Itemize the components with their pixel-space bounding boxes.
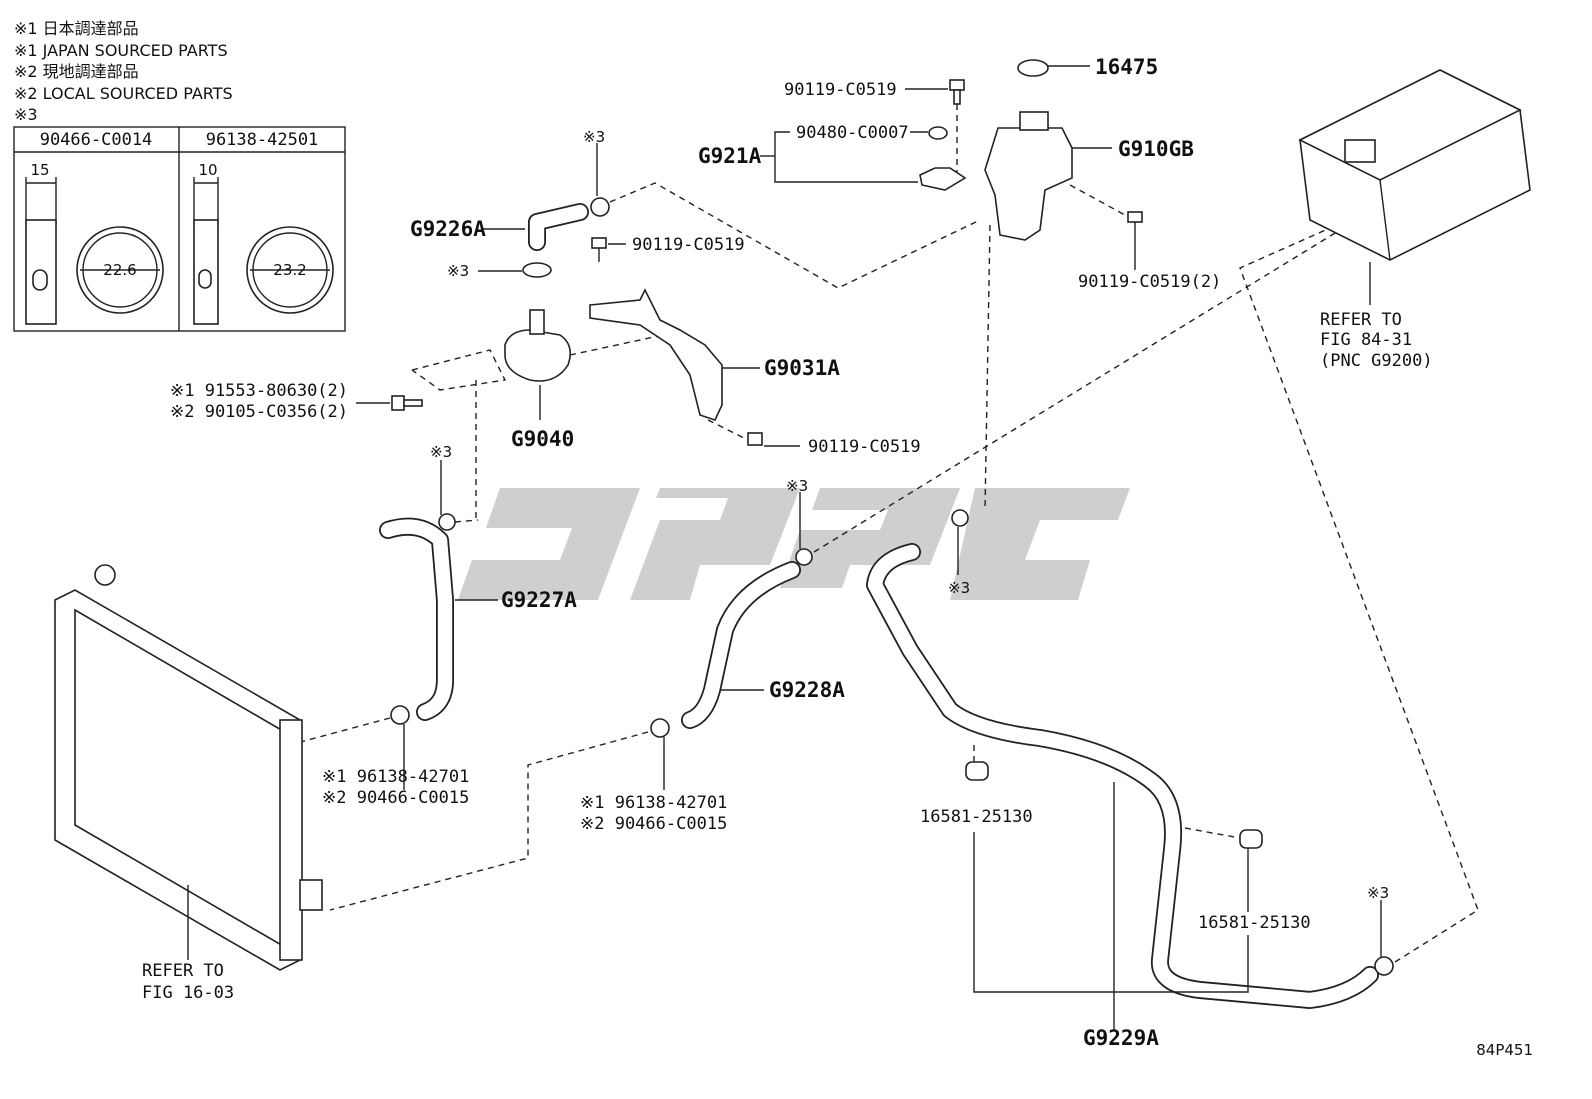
watermark-logo <box>458 488 1130 600</box>
label-clamp-a1: ※1 96138-42701 <box>322 767 469 787</box>
label-g9031a: G9031A <box>764 356 840 380</box>
label-bolt-1: ※1 91553-80630(2) <box>170 381 348 401</box>
label-clamp-a2: ※2 90466-C0015 <box>322 788 469 808</box>
reservoir-cap <box>1017 59 1049 77</box>
reservoir-tank <box>984 127 1073 241</box>
radiator-assembly: REFER TO FIG 16-03 <box>54 564 323 1003</box>
ref-inverter-2: FIG 84-31 <box>1320 330 1412 350</box>
bracket-plate <box>589 288 723 421</box>
pump-clamp <box>522 262 552 278</box>
note-line: ※2 LOCAL SOURCED PARTS <box>14 83 233 103</box>
bolt-icon <box>591 237 607 249</box>
bolt-icon <box>391 395 405 411</box>
label-star3-pump: ※3 <box>447 262 469 280</box>
label-90119-low: 90119-C0519 <box>808 437 921 457</box>
label-star3-right: ※3 <box>948 579 970 597</box>
clamp-icon <box>951 509 969 527</box>
label-star3-g9227: ※3 <box>430 443 452 461</box>
reservoir-assembly: 16475 G910GB 90119-C0519 90480-C0007 G92… <box>698 55 1221 292</box>
bolt-icon <box>1127 211 1143 223</box>
label-16581-a: 16581-25130 <box>920 807 1033 827</box>
ref-radiator-1: REFER TO <box>142 961 224 981</box>
clamp-icon <box>438 513 456 531</box>
label-g921a: G921A <box>698 144 762 168</box>
label-star3-top: ※3 <box>583 128 605 146</box>
clamp-icon <box>795 548 813 566</box>
inverter-assembly: REFER TO FIG 84-31 (PNC G9200) <box>1298 69 1531 371</box>
clamp-header-2: 96138-42501 <box>206 130 319 150</box>
note-line: ※1 JAPAN SOURCED PARTS <box>14 40 228 60</box>
clamp-icon <box>390 705 410 725</box>
hose-clip-icon <box>1239 829 1263 849</box>
label-clamp-b2: ※2 90466-C0015 <box>580 814 727 834</box>
bolt-icon <box>747 432 763 446</box>
ref-inverter-3: (PNC G9200) <box>1320 351 1433 371</box>
radiator-cap <box>94 564 116 586</box>
clamp-side-view-1 <box>25 219 57 325</box>
label-bolt-2: ※2 90105-C0356(2) <box>170 402 348 422</box>
bolt-mid: 90119-C0519 <box>591 235 745 262</box>
pump-bolts: ※1 91553-80630(2) ※2 90105-C0356(2) <box>170 381 423 422</box>
ref-radiator-2: FIG 16-03 <box>142 983 234 1003</box>
clamp-width-2: 10 <box>198 161 217 179</box>
label-90119-mid: 90119-C0519 <box>632 235 745 255</box>
ref-inverter-1: REFER TO <box>1320 310 1402 330</box>
label-star3-bottom: ※3 <box>1367 884 1389 902</box>
clamp-icon <box>1374 956 1394 976</box>
hose-g9228a: ※3 G9228A ※1 96138-42701 ※2 90466-C0015 <box>329 229 1341 911</box>
label-g9040: G9040 <box>511 427 574 451</box>
pump-body <box>504 329 571 382</box>
label-90480: 90480-C0007 <box>796 123 909 143</box>
label-g9228a: G9228A <box>769 678 845 702</box>
illustration-code: 84P451 <box>1476 1041 1533 1059</box>
bracket-g9031a: G9031A 90119-C0519 <box>589 288 921 457</box>
label-16475: 16475 <box>1095 55 1158 79</box>
label-90119-top: 90119-C0519 <box>784 80 897 100</box>
bracket <box>919 167 967 191</box>
clamp-width-1: 15 <box>30 161 49 179</box>
clamp-diameter-2: 23.2 <box>273 261 306 279</box>
label-g9229a: G9229A <box>1083 1026 1159 1050</box>
hose-clips: 16581-25130 16581-25130 <box>920 745 1311 993</box>
clamp-table: 90466-C0014 96138-42501 15 22.6 10 23.2 <box>13 126 346 332</box>
note-line: ※3 <box>14 105 38 124</box>
bolt-icon <box>949 79 965 91</box>
hose-g9226a: ※3 G9226A <box>410 128 981 289</box>
hose-clip-icon <box>965 761 989 781</box>
grommet-icon <box>928 126 948 140</box>
water-pump-g9040: ※3 G9040 <box>411 262 669 520</box>
label-16581-b: 16581-25130 <box>1198 913 1311 933</box>
label-g9226a: G9226A <box>410 217 486 241</box>
label-g9227a: G9227A <box>501 588 577 612</box>
notes-block: ※1 日本調達部品 ※1 JAPAN SOURCED PARTS ※2 現地調達… <box>14 18 233 126</box>
clamp-icon <box>650 718 670 738</box>
label-g910gb: G910GB <box>1118 137 1194 161</box>
label-star3-g9228: ※3 <box>786 477 808 495</box>
note-line: ※2 現地調達部品 <box>14 62 139 81</box>
clamp-icon <box>590 197 610 217</box>
label-clamp-b1: ※1 96138-42701 <box>580 793 727 813</box>
label-90119-tank: 90119-C0519(2) <box>1078 272 1221 292</box>
clamp-diameter-1: 22.6 <box>103 261 136 279</box>
note-line: ※1 日本調達部品 <box>14 19 139 38</box>
clamp-header-1: 90466-C0014 <box>40 130 153 150</box>
